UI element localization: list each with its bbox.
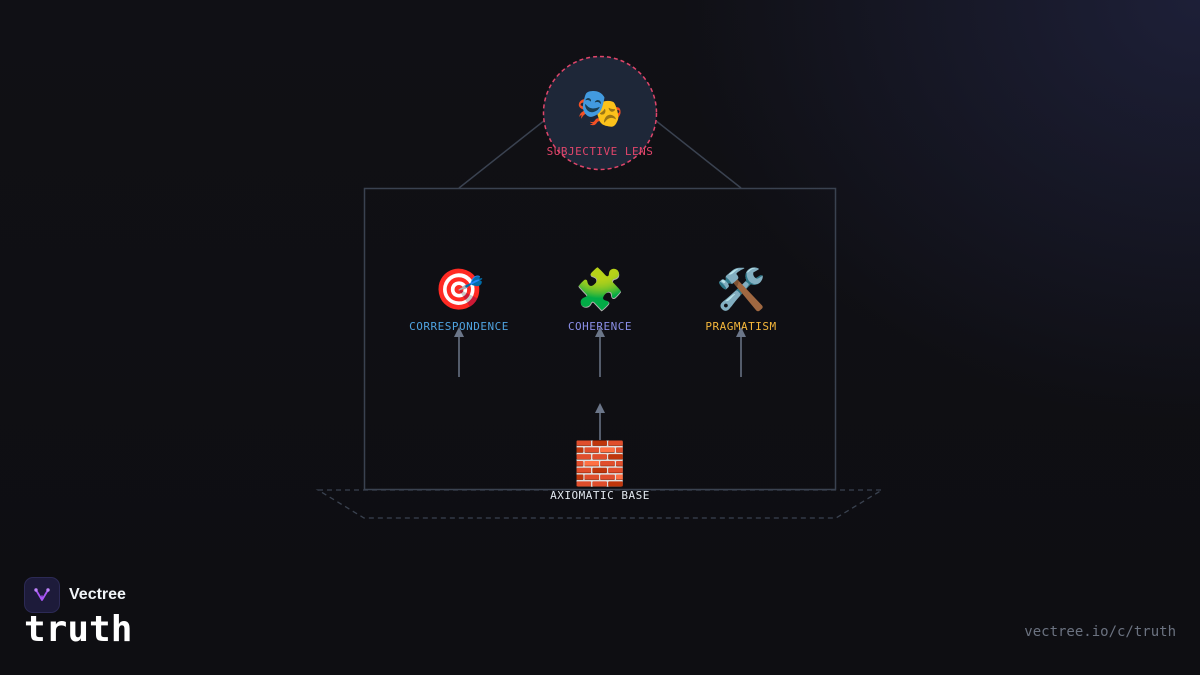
puzzle-piece-icon: 🧩: [575, 266, 625, 313]
roof-line-left: [458, 119, 546, 189]
page-title: truth: [24, 609, 133, 650]
target-icon: 🎯: [434, 267, 484, 313]
axiomatic-base-label: AXIOMATIC BASE: [550, 489, 650, 502]
pragmatism-label: PRAGMATISM: [705, 320, 776, 333]
pillar-correspondence: 🎯 CORRESPONDENCE: [409, 267, 509, 377]
theater-masks-icon: 🎭: [576, 86, 623, 130]
page-url[interactable]: vectree.io/c/truth: [1024, 624, 1176, 640]
axiomatic-base-node: 🧱 AXIOMATIC BASE: [550, 403, 650, 502]
subjective-lens-label: SUBJECTIVE LENS: [547, 145, 654, 158]
subjective-lens-node: 🎭 SUBJECTIVE LENS: [542, 55, 658, 171]
pillar-coherence: 🧩 COHERENCE: [568, 266, 632, 377]
subjective-lens-circle: [542, 55, 658, 171]
pillar-pragmatism: 🛠️ PRAGMATISM: [705, 265, 776, 377]
brand[interactable]: Vectree: [24, 577, 126, 613]
coherence-label: COHERENCE: [568, 320, 632, 333]
vectree-logo-icon: [24, 577, 60, 613]
brand-name: Vectree: [69, 586, 126, 603]
correspondence-label: CORRESPONDENCE: [409, 320, 509, 333]
tools-icon: 🛠️: [716, 265, 766, 313]
foundation-outline: [315, 489, 885, 519]
roof-line-right: [654, 119, 742, 189]
brick-icon: 🧱: [574, 439, 626, 488]
